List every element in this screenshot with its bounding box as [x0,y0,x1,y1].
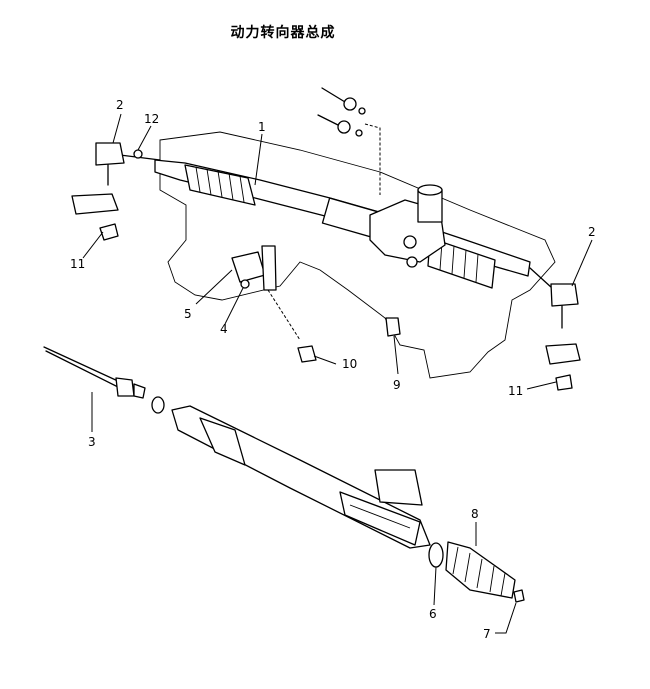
callout-10: 10 [342,357,357,371]
boot-clamp-6 [428,542,444,568]
callout-1: 1 [258,120,266,134]
left-clip [71,193,119,241]
callout-8: 8 [471,507,479,521]
rack-housing [154,159,531,289]
clip-7 [513,589,525,603]
inner-tie-rod [43,346,165,414]
callout-5: 5 [184,307,192,321]
diagram-title: 动力转向器总成 [230,25,336,41]
pipe-fittings [317,87,381,195]
valve-body [369,184,446,268]
left-tie-rod-end [95,142,161,186]
callout-7: 7 [483,627,491,641]
callout-11-left: 11 [70,257,85,271]
mounting-bracket [231,245,301,341]
right-tie-rod-end [529,267,579,329]
body-panel-outline [159,131,556,379]
bolt-9 [385,317,401,337]
boot-8 [445,541,516,599]
right-clip [545,343,581,391]
rack-shaft-exploded [171,405,431,549]
callout-4: 4 [220,322,228,336]
callout-9: 9 [393,378,401,392]
bolt-10 [297,345,317,363]
callout-6: 6 [429,607,437,621]
callout-12: 12 [144,112,159,126]
callout-2-right: 2 [588,225,596,239]
callout-2-left: 2 [116,98,124,112]
callout-11-right: 11 [508,384,523,398]
callout-3: 3 [88,435,96,449]
